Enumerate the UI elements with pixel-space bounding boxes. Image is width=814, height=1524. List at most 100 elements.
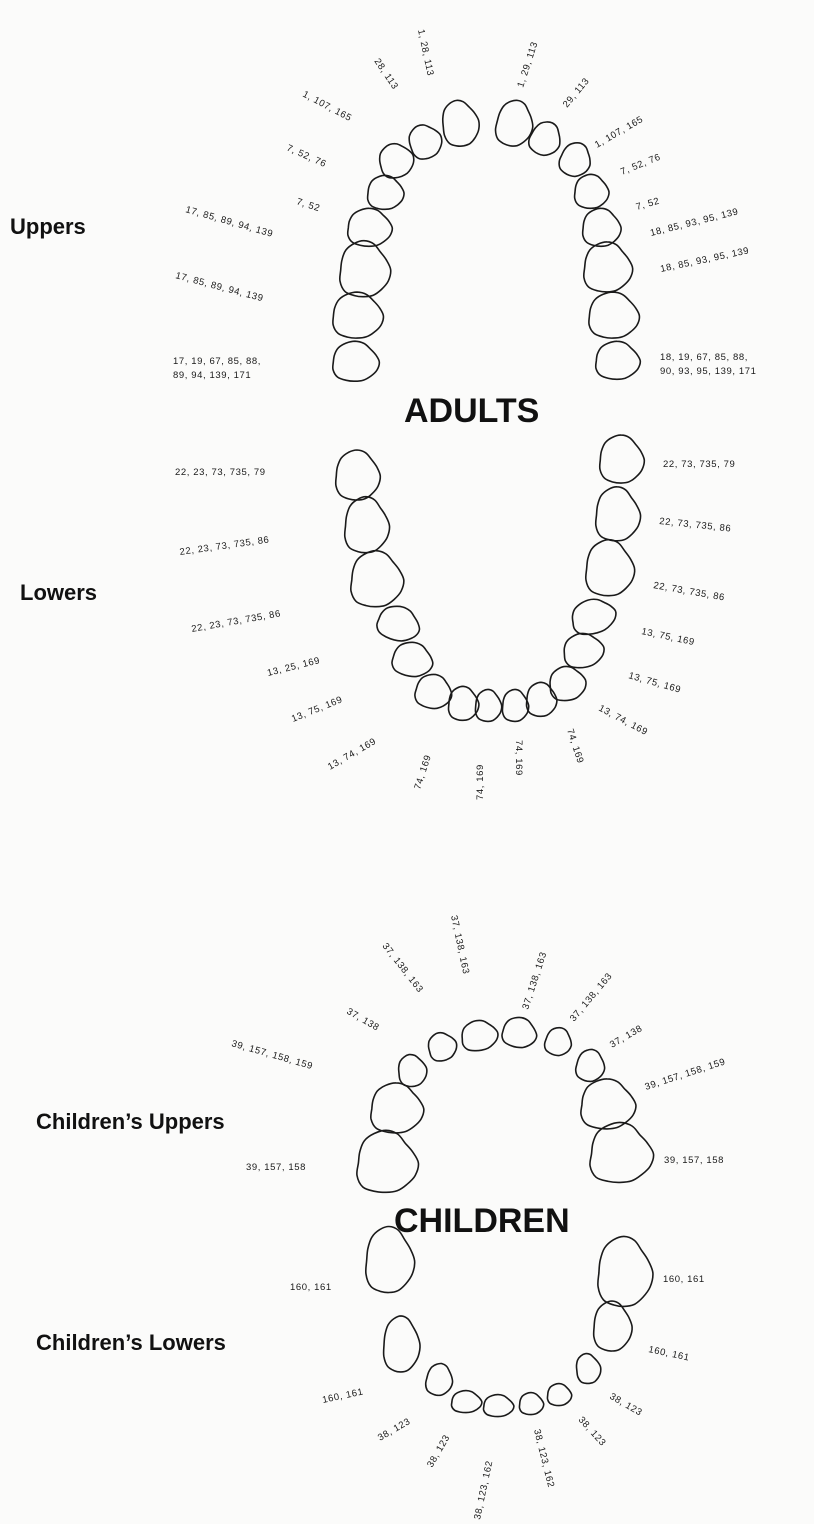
adult-lower-right-tooth-8: [502, 689, 528, 721]
adult-lower-right-tooth-1: [600, 435, 645, 483]
adult-lower-left-tooth-6: [415, 674, 452, 708]
child-upper-left-label-1: 37, 138, 163: [448, 914, 471, 975]
children-lowers-label: Children’s Lowers: [36, 1330, 226, 1356]
adult-upper-right-label-1: 1, 29, 113: [515, 40, 540, 89]
adult-lower-right-label-1: 22, 73, 735, 79: [663, 459, 735, 470]
child-upper-right-tooth-1: [502, 1017, 537, 1047]
adults-heading: ADULTS: [404, 392, 539, 431]
adult-upper-right-tooth-8: [596, 341, 641, 379]
adult-lower-left-label-1: 22, 23, 73, 735, 79: [175, 467, 266, 478]
adult-lower-right-tooth-3: [586, 540, 635, 596]
adult-lower-left-tooth-5: [392, 642, 433, 676]
child-upper-left-tooth-5: [357, 1130, 419, 1192]
adult-upper-left-tooth-6: [340, 241, 391, 297]
child-upper-right-tooth-5: [590, 1122, 654, 1182]
child-lower-left-label-4: 38, 123: [425, 1433, 452, 1470]
adult-upper-right-label-7: 18, 85, 93, 95, 139: [659, 245, 750, 275]
child-upper-right-label-2: 37, 138, 163: [568, 971, 615, 1024]
adult-lower-left-label-8: 74, 169: [475, 764, 486, 800]
child-lower-left-tooth-2: [384, 1316, 420, 1372]
adult-lower-left-label-2: 22, 23, 73, 735, 86: [179, 534, 270, 558]
child-upper-right-label-4: 39, 157, 158, 159: [644, 1056, 727, 1092]
child-lower-left-label-2: 160, 161: [321, 1386, 364, 1405]
child-upper-left-label-3: 37, 138: [345, 1006, 382, 1033]
adult-lowers-label: Lowers: [20, 580, 97, 606]
child-upper-right-label-5: 39, 157, 158: [664, 1155, 724, 1166]
children-uppers-label: Children’s Uppers: [36, 1109, 225, 1135]
adult-lower-right-label-3: 22, 73, 735, 86: [652, 580, 725, 603]
child-lower-right-label-1: 160, 161: [663, 1274, 705, 1285]
adult-lower-left-label-7: 74, 169: [412, 753, 434, 791]
child-upper-left-tooth-1: [462, 1020, 498, 1050]
adult-upper-left-label-8: 17, 19, 67, 85, 88,89, 94, 139, 171: [173, 356, 261, 381]
adult-lower-right-label-2: 22, 73, 735, 86: [659, 516, 732, 535]
adult-lower-right-label-5: 13, 75, 169: [627, 670, 682, 696]
adult-upper-left-tooth-5: [348, 208, 393, 246]
child-lower-right-label-5: 38, 123, 162: [531, 1428, 556, 1489]
adult-lower-right-label-7: 74, 169: [513, 740, 524, 776]
adult-lower-left-label-4: 13, 25, 169: [266, 655, 321, 679]
child-lower-right-label-3: 38, 123: [608, 1391, 645, 1418]
adult-upper-right-label-4: 7, 52, 76: [619, 152, 662, 178]
adult-upper-left-label-2: 28, 113: [372, 57, 401, 92]
adult-lower-left-tooth-4: [377, 606, 420, 641]
adult-upper-left-tooth-4: [368, 175, 404, 209]
child-lower-right-tooth-5: [519, 1393, 543, 1415]
child-upper-left-label-5: 39, 157, 158: [246, 1162, 306, 1173]
child-upper-left-label-4: 39, 157, 158, 159: [230, 1038, 314, 1072]
adult-lower-left-tooth-3: [351, 551, 404, 607]
adult-upper-left-tooth-2: [409, 125, 442, 159]
child-lower-left-label-3: 38, 123: [376, 1416, 413, 1443]
adult-upper-right-tooth-1: [496, 100, 533, 146]
adult-upper-left-label-4: 7, 52, 76: [285, 143, 328, 170]
adult-lower-left-label-6: 13, 74, 169: [326, 736, 378, 773]
child-lower-left-label-5: 38, 123, 162: [472, 1460, 495, 1521]
child-lower-left-tooth-4: [451, 1391, 481, 1413]
adult-lower-left-tooth-1: [336, 450, 381, 500]
adult-upper-right-label-2: 29, 113: [561, 76, 592, 110]
adult-lower-left-label-3: 22, 23, 73, 735, 86: [191, 608, 282, 635]
adult-uppers-label: Uppers: [10, 214, 86, 240]
adult-upper-right-tooth-6: [584, 242, 633, 292]
adult-upper-right-label-8: 18, 19, 67, 85, 88,90, 93, 95, 139, 171: [660, 352, 757, 377]
adult-lower-left-label-5: 13, 75, 169: [290, 694, 344, 724]
child-lower-left-tooth-5: [483, 1395, 513, 1417]
child-lower-left-label-1: 160, 161: [290, 1282, 332, 1293]
child-lower-right-tooth-3: [576, 1354, 600, 1384]
adult-upper-right-tooth-7: [589, 292, 640, 338]
child-upper-left-tooth-3: [399, 1055, 427, 1087]
adult-lower-right-tooth-5: [564, 633, 604, 667]
adult-upper-left-tooth-3: [380, 144, 414, 178]
adult-upper-right-tooth-3: [559, 143, 590, 177]
adult-upper-left-label-1: 1, 28, 113: [415, 28, 436, 77]
child-upper-left-tooth-4: [371, 1083, 424, 1133]
child-lower-right-label-4: 38, 123: [576, 1415, 608, 1449]
child-lower-right-tooth-1: [598, 1236, 653, 1306]
child-lower-right-label-2: 160, 161: [647, 1344, 690, 1363]
child-upper-right-label-3: 37, 138: [608, 1023, 645, 1050]
adult-lower-right-tooth-2: [596, 487, 641, 541]
child-upper-left-label-2: 37, 138, 163: [380, 941, 426, 995]
child-upper-right-tooth-2: [545, 1028, 572, 1056]
adult-upper-right-label-6: 18, 85, 93, 95, 139: [649, 206, 740, 239]
children-heading: CHILDREN: [394, 1202, 570, 1241]
adult-upper-left-label-5: 7, 52: [295, 196, 321, 214]
adult-upper-left-tooth-1: [443, 100, 479, 146]
adult-lower-right-label-6: 13, 74, 169: [597, 703, 650, 738]
adult-upper-left-label-6: 17, 85, 89, 94, 139: [184, 204, 274, 240]
adult-lower-right-label-8: 74, 169: [564, 728, 586, 766]
adult-upper-left-label-3: 1, 107, 165: [301, 89, 354, 124]
adult-upper-right-label-3: 1, 107, 165: [593, 114, 645, 151]
child-upper-right-tooth-4: [581, 1079, 636, 1129]
adult-lower-left-tooth-2: [345, 497, 390, 553]
adult-upper-left-tooth-7: [333, 292, 384, 338]
child-upper-left-tooth-2: [429, 1033, 457, 1061]
adult-lower-right-tooth-4: [572, 599, 616, 634]
adult-lower-right-tooth-7: [526, 682, 556, 716]
child-lower-right-tooth-2: [594, 1301, 632, 1351]
child-lower-right-tooth-4: [547, 1384, 571, 1406]
adult-upper-left-label-7: 17, 85, 89, 94, 139: [174, 270, 264, 304]
child-upper-right-label-1: 37, 138, 163: [520, 950, 549, 1010]
adult-lower-right-label-4: 13, 75, 169: [640, 626, 695, 648]
